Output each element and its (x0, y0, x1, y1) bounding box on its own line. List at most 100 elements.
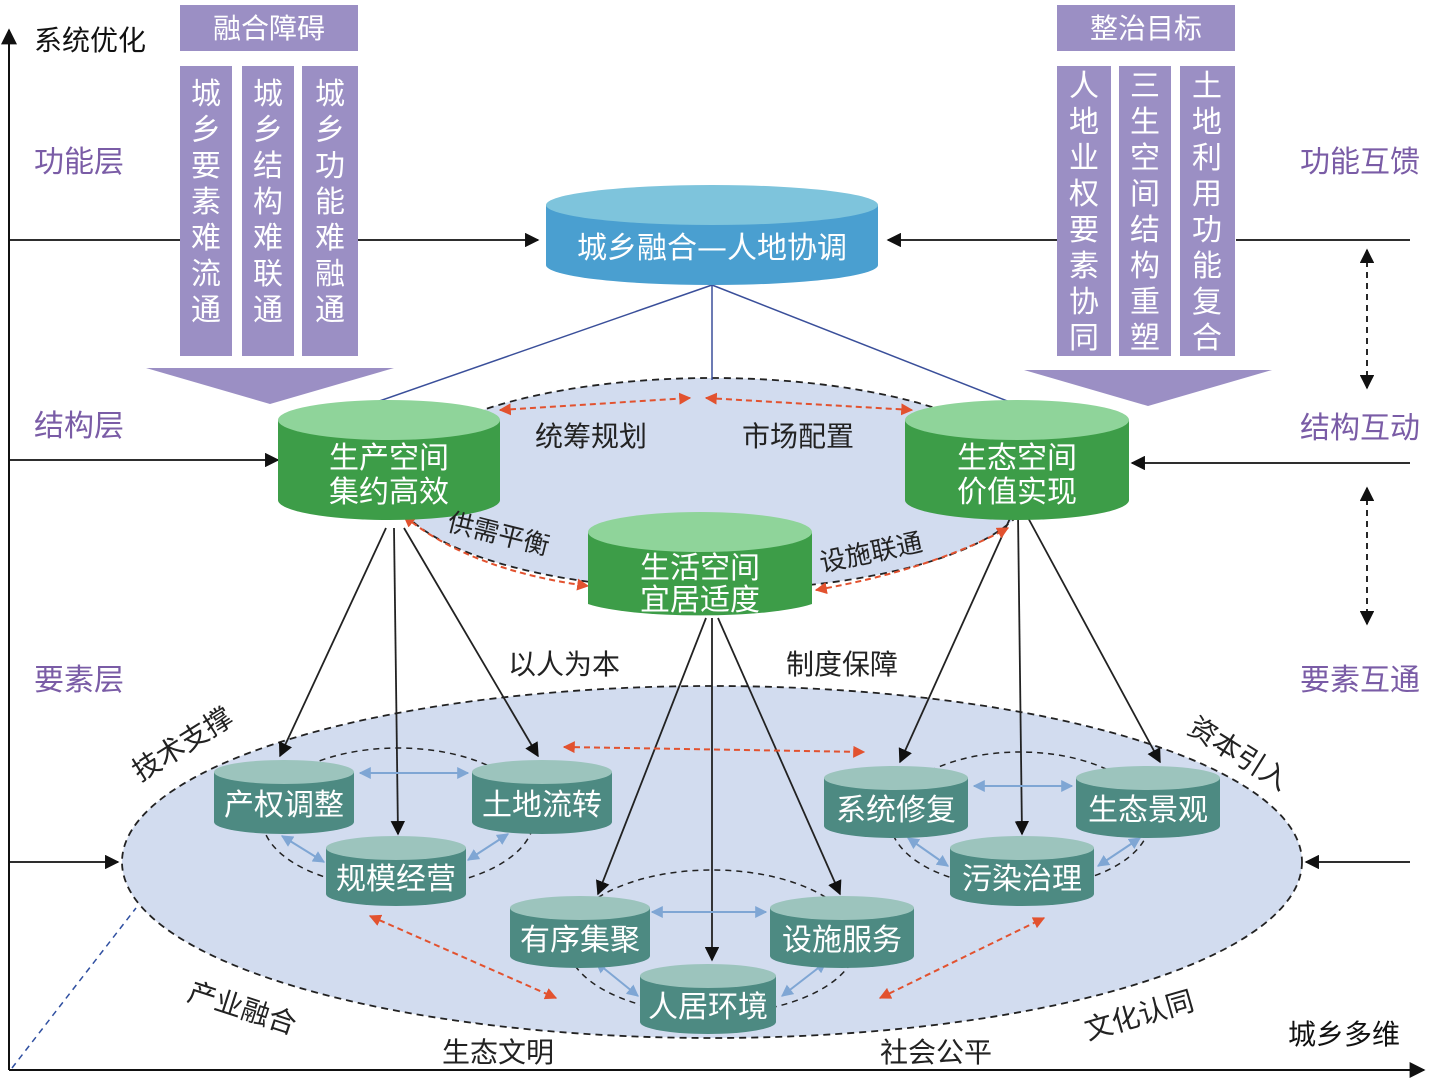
element-node-top (640, 964, 776, 988)
element-node-scale: 规模经营 (326, 836, 466, 906)
level-element-label: 要素层 (34, 663, 124, 698)
core-to-ecology (711, 284, 1021, 407)
element-node-top (824, 766, 968, 790)
service-habitat-arrow (781, 961, 827, 997)
barrier-title: 融合障碍 (213, 12, 325, 45)
element-node-label: 设施服务 (782, 923, 902, 958)
element-node-body (640, 976, 776, 1034)
element-node-label: 系统修复 (836, 793, 956, 828)
ecology-cylinder: 生态空间 价值实现 (905, 400, 1129, 520)
target-col-3 (1180, 66, 1235, 356)
industry-label: 产业融合 (184, 975, 301, 1041)
core-cylinder-top (546, 185, 878, 225)
target-col-2 (1119, 66, 1171, 356)
production-cylinder: 生产空间 集约高效 (278, 400, 500, 520)
barrier-col-2 (242, 66, 294, 356)
element-node-cluster: 有序集聚 (510, 896, 650, 968)
barrier-col-3 (302, 66, 358, 356)
eco-to-landscape (1025, 513, 1161, 764)
barrier-title-box (180, 5, 358, 51)
element-node-top (326, 836, 466, 860)
market-arrow (704, 392, 914, 416)
element-node-label: 有序集聚 (520, 923, 640, 958)
prod-to-scale (390, 527, 406, 836)
living-cylinder: 生活空间 宜居适度 (588, 512, 812, 618)
element-node-top (510, 896, 650, 920)
supply-arrow (403, 515, 590, 591)
ecology-line-1: 生态空间 (957, 441, 1077, 476)
diagonal-axis-line (11, 907, 137, 1069)
right-element-label: 要素互通 (1300, 663, 1420, 698)
x-axis-label: 城乡多维 (1288, 1018, 1400, 1051)
element-relation-arrows (368, 741, 1046, 1000)
element-node-label: 规模经营 (336, 862, 456, 897)
element-node-label: 人居环境 (648, 990, 768, 1025)
plan-arrow (498, 392, 692, 416)
restore-pollution-arrow (907, 837, 949, 867)
barrier-col-1 (180, 66, 232, 356)
target-item-3: 土地利用功能复合 (1192, 69, 1222, 356)
level-structure-label: 结构层 (34, 409, 124, 444)
cluster-internal-arrows (280, 767, 1141, 997)
plan-label: 统筹规划 (535, 420, 647, 453)
core-connectors (364, 284, 1021, 407)
production-cylinder-body (278, 420, 500, 520)
property-scale-arrow (280, 835, 326, 863)
element-cylinders: 产权调整土地流转规模经营系统修复生态景观污染治理有序集聚设施服务人居环境 (214, 760, 1220, 1034)
core-cylinder-body (546, 205, 878, 285)
ecology-cylinder-top (905, 400, 1129, 440)
barrier-item-3: 城乡功能难融通 (315, 77, 345, 328)
element-node-property: 产权调整 (214, 760, 354, 834)
element-node-body (214, 772, 354, 834)
element-node-body (472, 772, 612, 834)
left-right-cluster-arrow (562, 741, 866, 758)
core-to-production (364, 284, 713, 407)
element-node-top (214, 760, 354, 784)
barrier-down-arrow (146, 368, 394, 404)
core-label: 城乡融合—人地协调 (577, 231, 847, 266)
target-item-2: 三生空间结构重塑 (1130, 69, 1160, 356)
element-node-landscape: 生态景观 (1076, 766, 1220, 838)
element-node-label: 生态景观 (1088, 793, 1208, 828)
ecology-cylinder-body (905, 420, 1129, 520)
structure-relation-arrows (403, 392, 1010, 595)
production-line-2: 集约高效 (329, 475, 449, 510)
market-label: 市场配置 (742, 420, 854, 453)
element-node-service: 设施服务 (770, 896, 914, 968)
living-cylinder-body (588, 532, 812, 616)
element-node-top (950, 836, 1094, 860)
left-bottom-cluster-arrow (368, 914, 558, 1000)
input-arrows (9, 232, 1410, 870)
target-group: 整治目标 人地业权要素协同 三生空间结构重塑 土地利用功能复合 (1024, 5, 1272, 406)
element-node-top (472, 760, 612, 784)
element-node-top (770, 896, 914, 920)
living-line-1: 生活空间 (640, 551, 760, 586)
institution-label: 制度保障 (786, 648, 898, 681)
eco-civ-label: 生态文明 (442, 1036, 554, 1069)
element-node-body (950, 848, 1094, 906)
target-down-arrow (1024, 370, 1272, 406)
prod-to-property (278, 527, 387, 758)
element-node-body (770, 908, 914, 968)
living-line-2: 宜居适度 (640, 583, 760, 618)
landscape-pollution-arrow (1097, 837, 1141, 867)
element-node-restore: 系统修复 (824, 766, 968, 838)
element-node-habitat: 人居环境 (640, 964, 776, 1034)
level-function-label: 功能层 (34, 145, 124, 180)
target-col-1 (1057, 66, 1111, 356)
land-scale-arrow (466, 833, 510, 861)
living-cylinder-top (588, 512, 812, 552)
cluster-habitat-arrow (595, 961, 639, 997)
production-line-1: 生产空间 (329, 441, 449, 476)
right-bottom-cluster-arrow (878, 917, 1046, 999)
right-structure-label: 结构互动 (1300, 411, 1420, 446)
element-node-label: 土地流转 (482, 788, 602, 823)
target-title: 整治目标 (1090, 12, 1202, 45)
facility-arrow (814, 527, 1010, 595)
element-node-land: 土地流转 (472, 760, 612, 834)
barrier-item-1: 城乡要素难流通 (191, 77, 221, 328)
equity-label: 社会公平 (880, 1036, 992, 1069)
right-function-label: 功能互馈 (1300, 145, 1420, 180)
production-cylinder-top (278, 400, 500, 440)
